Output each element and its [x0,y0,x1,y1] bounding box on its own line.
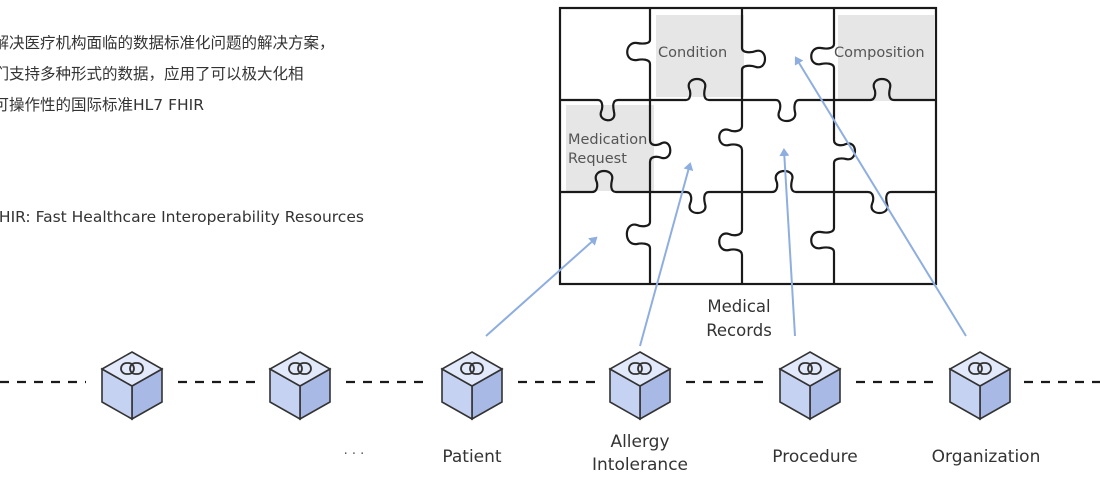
cube-top-face [440,351,504,387]
fhir-abbreviation: FHIR: Fast Healthcare Interoperability R… [0,208,364,226]
piece-label-medication-line-1: Medication [568,132,647,148]
medical-records-caption-line-1: Medical [707,297,770,316]
intro-line-3: 互可操作性的国际标准HL7 FHIR [0,96,204,114]
intro-text: 为解决医疗机构面临的数据标准化问题的解决方案， 我们支持多种形式的数据，应用了可… [0,28,440,121]
block-allergy-intolerance [608,351,672,421]
block-0 [100,351,164,421]
block-patient [440,351,504,421]
cube-top-face [778,351,842,387]
block-label-patient: Patient [442,447,502,467]
piece-label-medication-line-2: Request [568,151,627,167]
puzzle-seam-h2 [560,169,936,215]
cube-top-face [948,351,1012,387]
puzzle-grid [558,6,938,286]
intro-line-2: 我们支持多种形式的数据，应用了可以极大化相 [0,65,304,83]
resource-arrows [485,56,967,347]
chain-link-icon [120,362,144,375]
medication-request-piece-fill [566,105,654,191]
arrow-patient [485,236,598,337]
chain-link-icon [798,362,822,375]
condition-piece-fill [656,15,744,97]
chain-link-icon [460,362,484,375]
chain-link-icon [628,362,652,375]
arrow-allergy-intolerance [639,162,694,347]
block-1 [268,351,332,421]
block-organization [948,351,1012,421]
block-label-allergy-line-1: Allergy [610,432,669,452]
cube-top-face [100,351,164,387]
intro-line-1: 为解决医疗机构面临的数据标准化问题的解决方案， [0,34,335,52]
cube-top-face [608,351,672,387]
arrow-procedure [779,148,796,337]
puzzle-outline [558,6,938,286]
medical-records-caption-line-2: Records [706,321,772,340]
puzzle-seam-v3 [810,8,857,284]
chain-ellipsis: · · · [344,447,365,462]
block-label-procedure: Procedure [772,447,857,467]
puzzle-seam-v2 [718,8,767,284]
block-label-allergy-line-2: Intolerance [592,455,688,475]
puzzle-seam-v1 [625,8,672,284]
chain-link-icon [968,362,992,375]
piece-label-composition: Composition [834,45,925,61]
chain-link-icon [288,362,312,375]
arrow-organization [794,56,967,337]
block-label-organization: Organization [932,447,1041,467]
block-procedure [778,351,842,421]
composition-piece-fill [838,15,934,101]
piece-label-condition: Condition [658,45,727,61]
cube-top-face [268,351,332,387]
puzzle-seam-h1 [560,77,936,123]
